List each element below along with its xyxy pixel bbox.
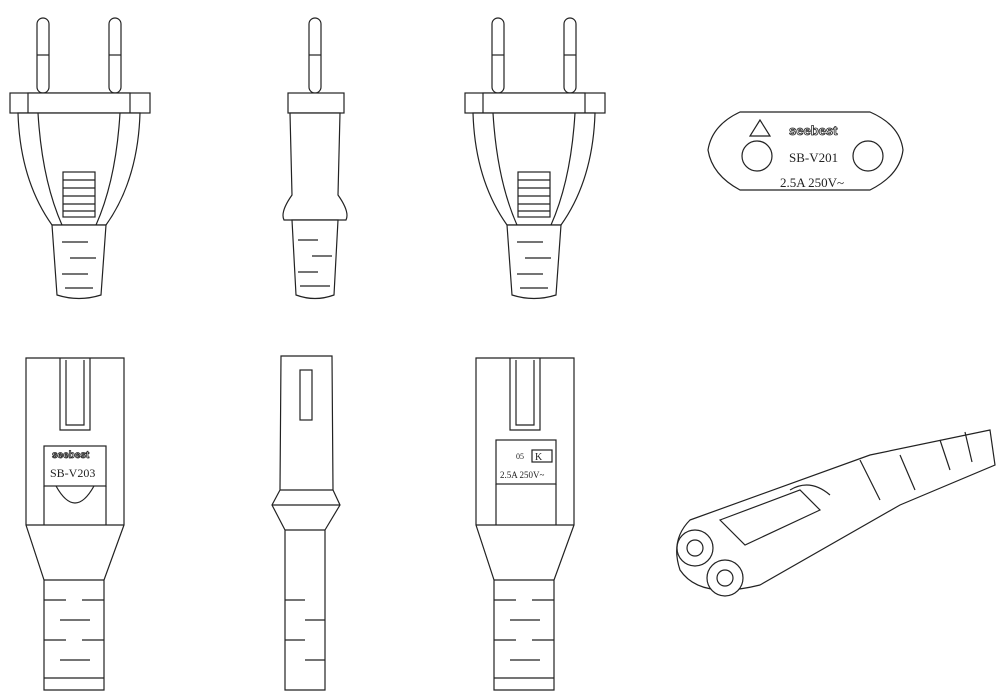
plug-model: SB-V201 xyxy=(789,150,838,165)
brand-label: seebest xyxy=(789,123,838,138)
cert-number: 05 xyxy=(516,452,524,461)
connector-isometric-view xyxy=(676,429,996,597)
plug-rating: 2.5A 250V~ xyxy=(780,175,844,190)
connector-rating: 2.5A 250V~ xyxy=(500,470,545,480)
cert-mark: K xyxy=(535,452,543,463)
plug-side-view xyxy=(282,17,348,300)
connector-brand: seebest xyxy=(52,450,90,461)
connector-model: SB-V203 xyxy=(50,466,95,480)
plug-face-label: seebest SB-V201 2.5A 250V~ xyxy=(707,111,904,191)
connector-front-view: seebest SB-V203 xyxy=(25,357,125,691)
connector-side-view xyxy=(271,355,341,691)
vde-mark-icon xyxy=(748,118,772,137)
connector-back-view: 05 K 2.5A 250V~ xyxy=(475,357,575,691)
plug-front-view xyxy=(9,17,151,300)
plug-back-view xyxy=(464,17,606,300)
